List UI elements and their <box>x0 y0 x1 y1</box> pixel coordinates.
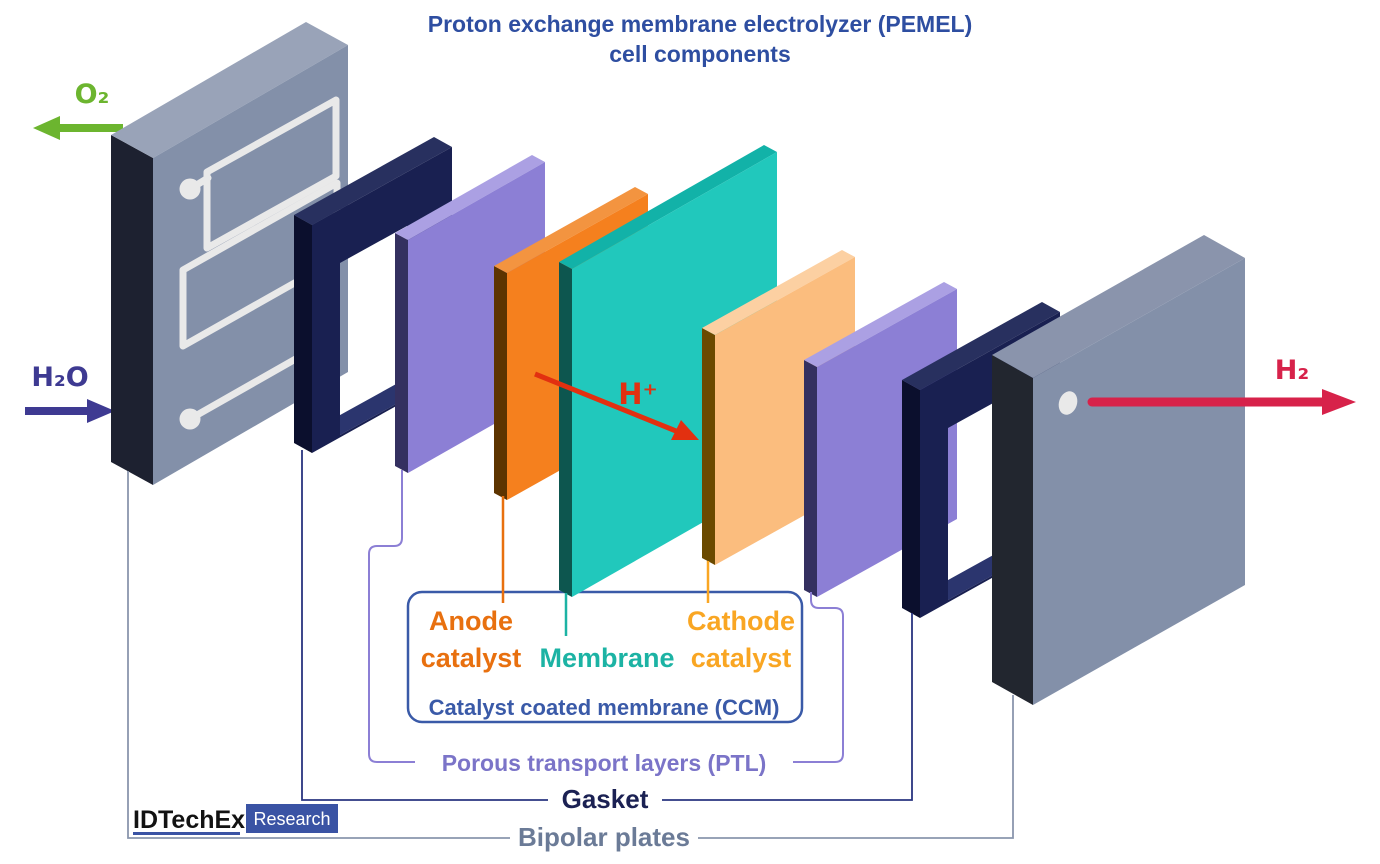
gasket-right-side-face <box>902 380 920 618</box>
anode-catalyst-label-line2: catalyst <box>421 643 522 673</box>
h-plus-transport-arrow <box>534 371 699 440</box>
ptl-left-top-face <box>395 155 545 240</box>
membrane-side-face <box>559 262 572 597</box>
logo-underline <box>133 832 240 835</box>
flow-channel-inlet-port <box>179 178 201 200</box>
h2o-arrow-head <box>87 399 115 423</box>
logo-brand-text: IDTechEx <box>133 806 245 834</box>
diagram-title-line1: Proton exchange membrane electrolyzer (P… <box>428 11 973 37</box>
anode-catalyst-label-line1: Anode <box>429 606 513 636</box>
gasket-right-top-face <box>902 302 1060 390</box>
anode-catalyst-side-face <box>494 266 507 500</box>
left-bipolar-side-face <box>111 135 153 485</box>
idtechex-logo: IDTechEx Research <box>133 804 338 835</box>
ptl-right-bracket-line <box>793 592 844 763</box>
ptl-left-side-face <box>395 233 408 473</box>
bipolar-left-leader-line <box>127 471 510 839</box>
leader-lines <box>127 450 1014 839</box>
logo-research-badge <box>246 804 338 833</box>
o2-label: O₂ <box>75 79 110 110</box>
h2-flow-arrow <box>1087 389 1356 415</box>
cathode-catalyst-top-face <box>702 250 855 335</box>
gasket-left-leader-line <box>301 450 548 801</box>
ptl-right-side-face <box>804 360 817 597</box>
right-bipolar-front-face <box>1033 258 1245 705</box>
h2-label: H₂ <box>1275 355 1309 386</box>
bipolar-right-leader-line <box>698 695 1014 839</box>
gasket-left-side-face <box>294 215 312 453</box>
membrane-top-face <box>559 145 777 269</box>
bipolar-plates-label: Bipolar plates <box>518 822 690 852</box>
right-bipolar-plate <box>992 235 1245 705</box>
gasket-left-top-face <box>294 137 452 225</box>
h-plus-label: H⁺ <box>618 377 658 411</box>
gasket-left-front-face <box>312 147 452 453</box>
ptl-right-top-face <box>804 282 957 367</box>
gasket-right-leader-line <box>662 613 913 801</box>
ptl-left-bracket-line <box>368 470 415 763</box>
flow-channel-top-loop <box>203 96 340 252</box>
gasket-label: Gasket <box>562 784 649 814</box>
h-plus-arrow-shaft <box>534 371 677 434</box>
h-plus-arrow-head <box>671 420 699 440</box>
h2-arrow-head <box>1322 389 1356 415</box>
anode-catalyst-top-face <box>494 187 648 273</box>
flow-channel-outlet-port <box>179 408 201 430</box>
ccm-callout-box <box>406 590 804 724</box>
ptl-label: Porous transport layers (PTL) <box>442 750 767 776</box>
o2-arrow-head <box>33 116 60 140</box>
diagram-title-line2: cell components <box>609 41 790 67</box>
logo-research-text: Research <box>253 809 330 829</box>
membrane-label: Membrane <box>539 643 674 673</box>
cathode-catalyst-side-face <box>702 328 715 565</box>
right-bipolar-side-face <box>992 355 1033 705</box>
h2o-flow-arrow <box>25 399 115 423</box>
gasket-right-front-face <box>920 312 1060 618</box>
h2o-label: H₂O <box>31 362 88 393</box>
h2-outlet-port <box>1058 391 1078 415</box>
ccm-caption: Catalyst coated membrane (CCM) <box>429 695 780 720</box>
cathode-catalyst-label-line1: Cathode <box>687 606 795 636</box>
cathode-catalyst-label-line2: catalyst <box>691 643 792 673</box>
right-bipolar-top-face <box>992 235 1245 378</box>
o2-flow-arrow <box>33 116 123 140</box>
left-bipolar-top-face <box>111 22 348 158</box>
